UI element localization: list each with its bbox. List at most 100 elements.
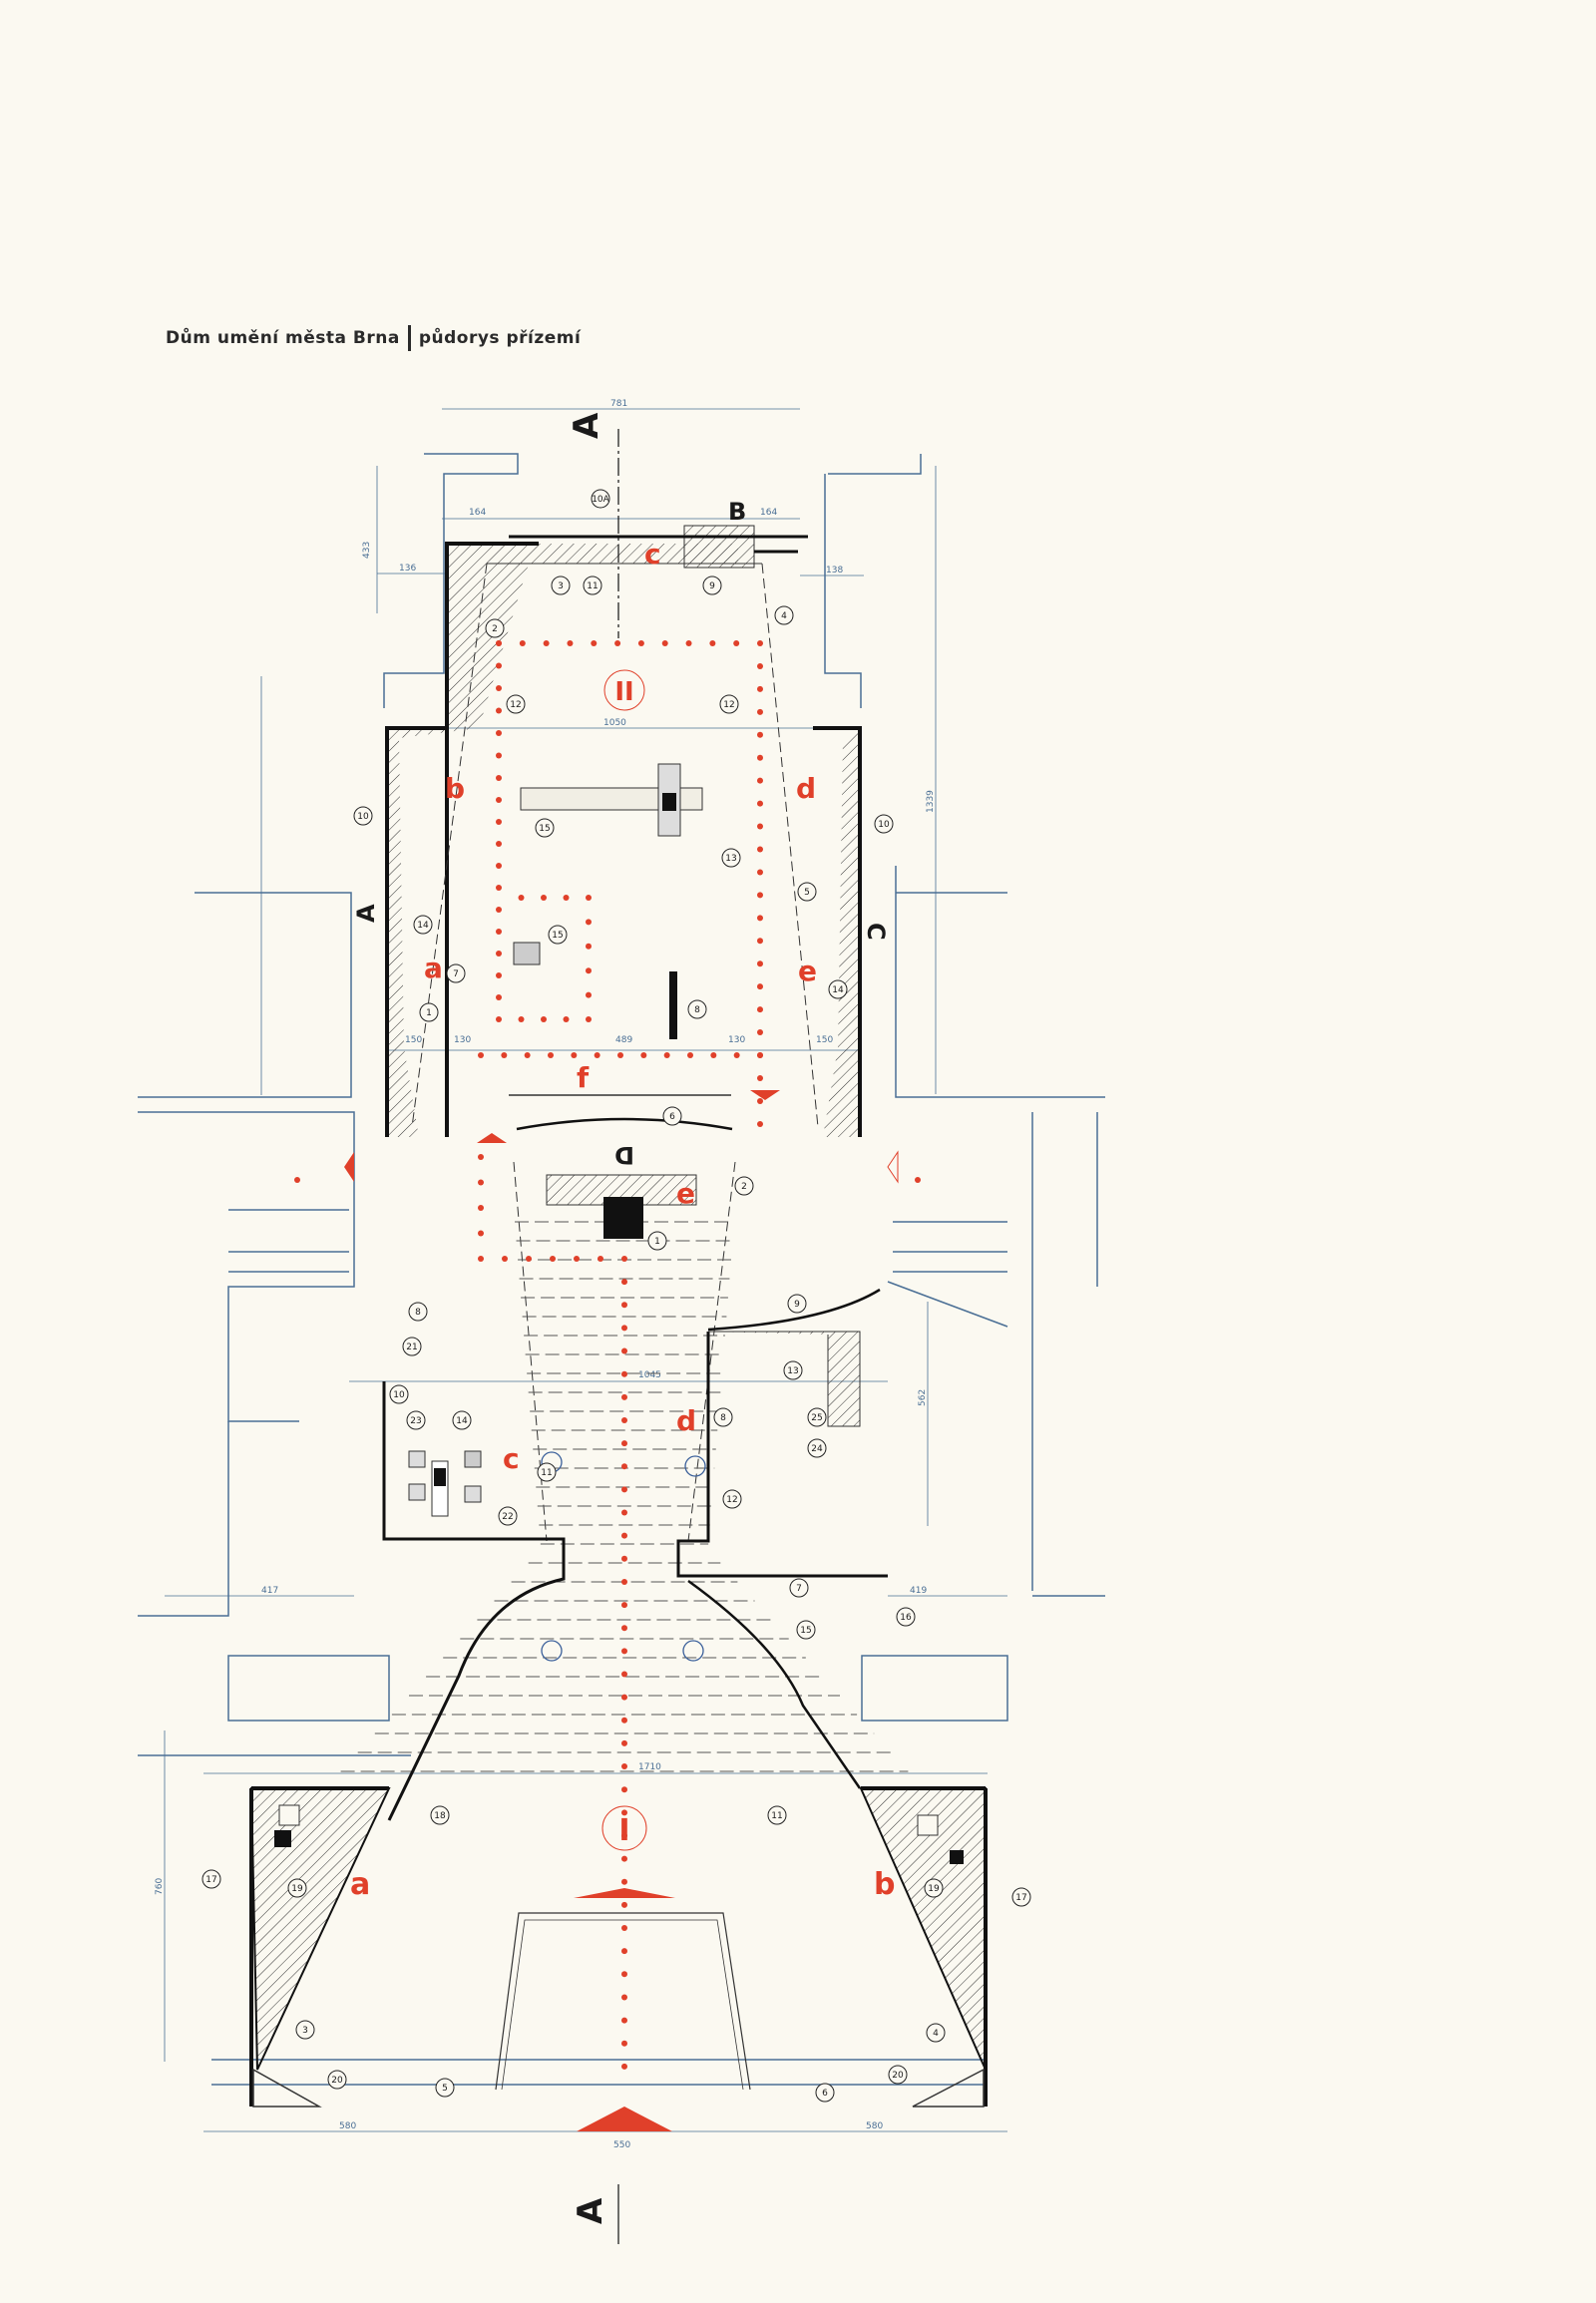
section-marker-a-top: A xyxy=(567,412,606,439)
route-dot xyxy=(757,938,763,945)
route-dot xyxy=(685,640,692,646)
section-marker-c: C xyxy=(862,923,890,941)
route-dot xyxy=(621,1486,627,1493)
lobby-stairs xyxy=(340,1161,909,1821)
callout-13: 13 xyxy=(783,1360,803,1380)
route-dot xyxy=(621,1393,627,1400)
route-dot xyxy=(524,1052,531,1058)
dim-150-right: 150 xyxy=(816,1035,833,1045)
callout-number: 12 xyxy=(723,700,734,710)
route-dot xyxy=(757,915,763,922)
route-dot xyxy=(757,800,763,807)
route-dot xyxy=(621,1256,627,1262)
callout-number: 11 xyxy=(541,1468,552,1478)
dim-upper-width: 1050 xyxy=(603,718,626,728)
lower-hall: I xyxy=(249,1786,988,2108)
title-separator xyxy=(407,325,411,351)
callout-6: 6 xyxy=(815,2083,835,2103)
route-dot xyxy=(563,1016,570,1022)
route-dot xyxy=(757,662,763,669)
callout-number: 2 xyxy=(492,624,498,634)
route-dot xyxy=(757,1029,763,1036)
callout-3: 3 xyxy=(295,2020,315,2040)
zone-lobby-c: c xyxy=(503,1442,520,1475)
route-dot xyxy=(478,1052,484,1058)
callout-5: 5 xyxy=(797,882,817,902)
route-dot xyxy=(617,1052,623,1058)
callout-number: 1 xyxy=(426,1008,432,1018)
route-dot xyxy=(496,929,502,935)
callout-number: 17 xyxy=(1015,1893,1026,1903)
callout-number: 6 xyxy=(822,2089,828,2099)
route-dot xyxy=(621,1648,627,1655)
callout-number: 7 xyxy=(796,1584,802,1594)
callout-23: 23 xyxy=(406,1410,426,1430)
route-dot xyxy=(496,841,502,847)
route-dot xyxy=(621,2063,627,2070)
callout-number: 11 xyxy=(587,581,598,591)
route-dot xyxy=(661,640,668,646)
callout-number: 9 xyxy=(794,1300,800,1310)
route-dot xyxy=(621,2017,627,2024)
route-dot xyxy=(496,640,502,646)
route-dot xyxy=(586,919,592,926)
route-dot xyxy=(541,1016,547,1022)
callout-1: 1 xyxy=(647,1231,667,1251)
route-dot xyxy=(586,943,592,950)
callout-10: 10 xyxy=(874,814,894,834)
route-dot xyxy=(496,819,502,825)
route-dot xyxy=(757,1006,763,1013)
zone-lobby-d: d xyxy=(676,1404,696,1437)
route-dot xyxy=(757,892,763,899)
route-dot xyxy=(757,640,763,646)
callout-number: 19 xyxy=(291,1884,303,1894)
route-dot xyxy=(757,1121,763,1127)
route-dot xyxy=(496,994,502,1000)
dim-489: 489 xyxy=(615,1035,632,1045)
route-dot xyxy=(586,895,592,901)
route-dot xyxy=(757,685,763,692)
route-dot xyxy=(621,1532,627,1539)
callout-11: 11 xyxy=(583,576,602,595)
callout-15: 15 xyxy=(548,925,568,945)
arrow-entrance xyxy=(577,2107,672,2131)
callout-number: 10 xyxy=(357,812,369,822)
callout-16: 16 xyxy=(896,1607,916,1627)
callout-15: 15 xyxy=(796,1620,816,1640)
callout-25: 25 xyxy=(807,1407,827,1427)
hall-i-label: I xyxy=(618,1813,629,1848)
route-dot xyxy=(496,662,502,669)
dim-left-offset: 136 xyxy=(399,564,416,574)
route-dot xyxy=(478,1179,484,1186)
route-dot xyxy=(526,1256,532,1262)
route-dot xyxy=(621,1302,627,1309)
route-dot xyxy=(586,967,592,974)
callout-17: 17 xyxy=(201,1869,221,1889)
route-dot xyxy=(757,777,763,784)
zone-upper-a: a xyxy=(424,952,443,984)
route-dot xyxy=(543,640,550,646)
route-dot xyxy=(621,1878,627,1885)
callout-number: 15 xyxy=(552,931,563,941)
callout-number: 6 xyxy=(669,1112,675,1122)
callout-number: 20 xyxy=(892,2071,904,2081)
route-dot xyxy=(757,1075,763,1081)
callout-number: 8 xyxy=(694,1005,700,1015)
route-dot xyxy=(757,823,763,830)
route-dot xyxy=(757,754,763,761)
callout-22: 22 xyxy=(498,1506,518,1526)
route-dot xyxy=(621,2040,627,2047)
dim-upper-height: 1339 xyxy=(926,790,936,813)
route-dot xyxy=(757,960,763,967)
dimension-labels: 781 164 164 433 136 138 1050 1339 150 13… xyxy=(155,399,936,2150)
route-dot xyxy=(571,1052,578,1058)
callout-number: 3 xyxy=(558,581,564,591)
dim-top-left: 164 xyxy=(469,508,486,518)
route-dot xyxy=(757,846,763,853)
zone-lower-a: a xyxy=(350,1867,370,1902)
dim-right-offset: 138 xyxy=(826,566,843,576)
route-dot xyxy=(621,1994,627,2001)
route-dot xyxy=(757,869,763,876)
route-dot xyxy=(915,1177,921,1183)
